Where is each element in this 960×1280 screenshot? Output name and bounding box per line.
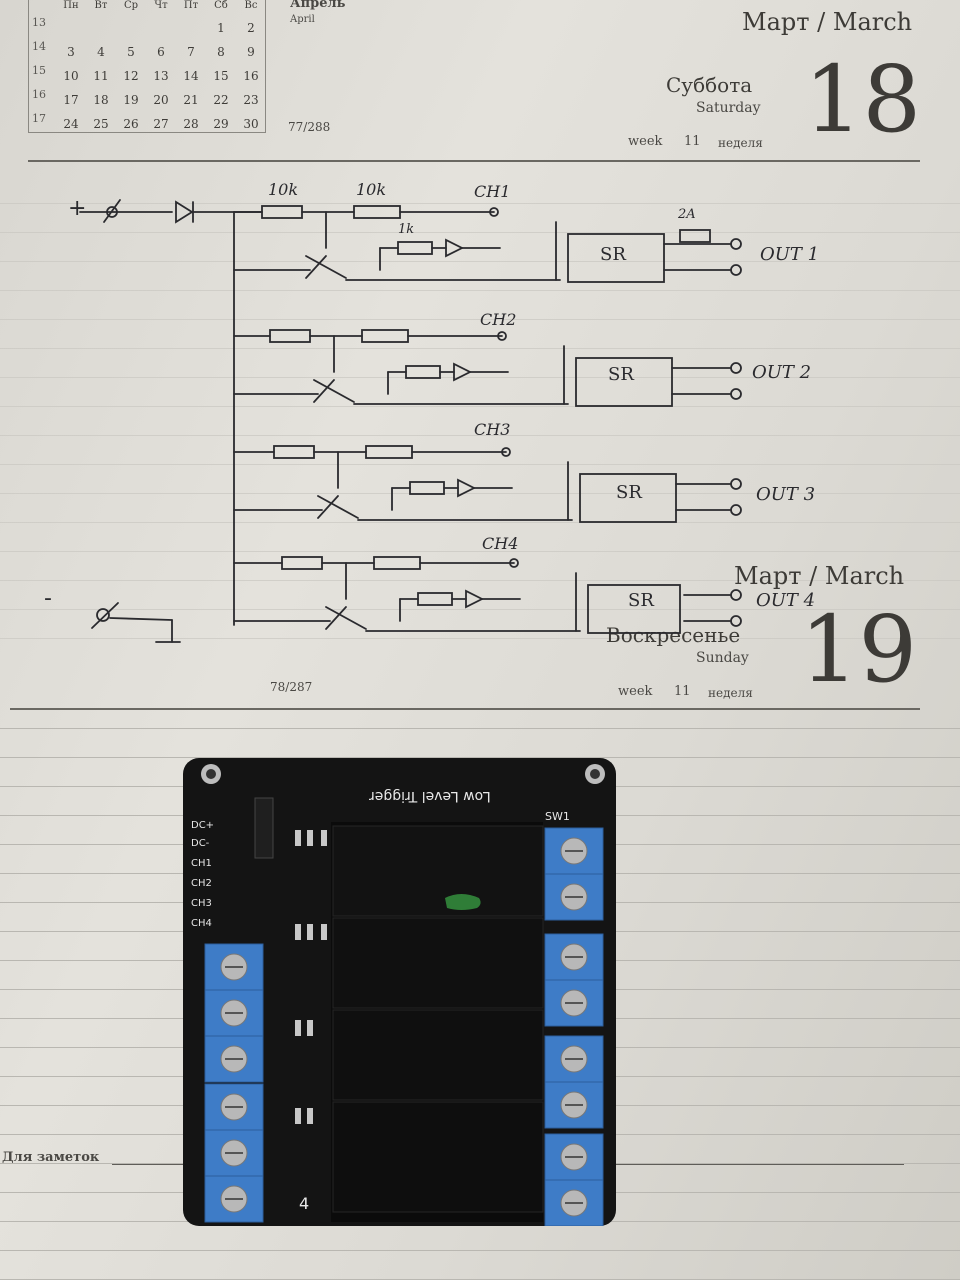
page-counter-1: 77/288 (288, 120, 331, 134)
channel-label-4: CH4 (482, 534, 519, 553)
header-pin-label: DC- (191, 838, 210, 849)
calendar-day: 20 (153, 93, 169, 107)
weekday-header: Вс (244, 0, 258, 11)
calendar-day: 10 (63, 69, 79, 83)
calendar-day: 15 (213, 69, 229, 83)
calendar-day: 23 (243, 93, 259, 107)
calendar-day: 6 (157, 45, 165, 59)
resistor-led-label: 1k (398, 222, 415, 237)
calendar-day: 12 (123, 69, 139, 83)
day1-week-en: week (628, 134, 663, 149)
header-pin-label: CH3 (191, 898, 212, 909)
calendar-day: 1 (217, 21, 225, 35)
ssr-label-2: SR (608, 364, 634, 385)
week-number: 16 (32, 88, 46, 101)
calendar-day: 8 (217, 45, 225, 59)
calendar-day: 3 (67, 45, 75, 59)
weekday-header: Пн (63, 0, 79, 11)
channel-count-label: 4 (299, 1194, 310, 1213)
calendar-day: 9 (247, 45, 255, 59)
day1-week-ru: неделя (718, 136, 763, 150)
day2-number: 19 (800, 596, 918, 703)
mini-calendar (28, 0, 266, 133)
channel-label-1: CH1 (474, 182, 511, 201)
weekday-header: Вт (94, 0, 108, 11)
calendar-day: 7 (187, 45, 195, 59)
header-pin-label: CH2 (191, 878, 212, 889)
calendar-day: 14 (183, 69, 199, 83)
day2-week-ru: неделя (708, 686, 753, 700)
day2-weekday-ru: Воскресенье (606, 623, 741, 647)
minus-terminal-label: - (44, 586, 52, 611)
board-title: Low Level Trigger (369, 788, 491, 804)
calendar-day: 29 (213, 117, 229, 131)
calendar-day: 24 (63, 117, 79, 131)
week-number: 15 (32, 64, 46, 77)
channel-label-2: CH2 (480, 310, 517, 329)
day-divider-1 (28, 160, 920, 162)
calendar-day: 27 (153, 117, 169, 131)
day2-weekday-en: Sunday (696, 650, 749, 666)
calendar-day: 25 (93, 117, 109, 131)
output-label-2: OUT 2 (752, 362, 812, 383)
page-counter-2: 78/287 (270, 680, 313, 694)
calendar-day: 19 (123, 93, 139, 107)
week-number: 14 (32, 40, 46, 53)
header-pin-label: CH4 (191, 918, 212, 929)
ssr-label-4: SR (628, 590, 654, 611)
calendar-weekday-headers: Пн Вт Ср Чт Пт Сб Вс (56, 0, 266, 18)
weekday-header: Сб (214, 0, 228, 11)
calendar-day: 22 (213, 93, 229, 107)
calendar-day: 28 (183, 117, 199, 131)
relay-board-drawing (183, 758, 616, 1226)
calendar-day: 21 (183, 93, 199, 107)
calendar-day: 26 (123, 117, 139, 131)
output-label-3: OUT 3 (756, 484, 816, 505)
weekday-header: Ср (123, 0, 139, 11)
plus-terminal-label: + (68, 196, 87, 221)
day1-month: Март / March (742, 8, 913, 36)
calendar-day: 2 (247, 21, 255, 35)
ssr-label-3: SR (616, 482, 642, 503)
calendar-month-ru: Апрель (290, 0, 346, 11)
day1-weekday-ru: Суббота (666, 73, 753, 97)
calendar-day: 30 (243, 117, 259, 131)
day1-weekday-en: Saturday (696, 100, 761, 116)
day2-week-number: 11 (674, 684, 691, 699)
ssr-relay-board: Low Level Trigger SW1 4 DC+ DC- CH1 CH2 … (183, 758, 616, 1226)
calendar-day: 18 (93, 93, 109, 107)
resistor-2-label: 10k (356, 180, 387, 199)
calendar-day: 17 (63, 93, 79, 107)
calendar-day: 13 (153, 69, 169, 83)
switch-label: SW1 (545, 810, 570, 823)
ssr-label-1: SR (600, 244, 626, 265)
day2-week-en: week (618, 684, 653, 699)
day1-number: 18 (804, 46, 922, 153)
calendar-day: 11 (93, 69, 109, 83)
calendar-week-numbers: 13 14 15 16 17 (32, 16, 46, 136)
fuse-label: 2A (678, 207, 696, 222)
channel-label-3: CH3 (474, 420, 511, 439)
calendar-day: 4 (97, 45, 105, 59)
header-pin-label: DC+ (191, 820, 215, 831)
output-label-1: OUT 1 (760, 244, 820, 265)
weekday-header: Пт (183, 0, 199, 11)
weekday-header: Чт (154, 0, 168, 11)
calendar-month-en: April (290, 14, 315, 25)
ruled-lines-upper (0, 175, 960, 645)
output-label-4: OUT 4 (756, 590, 816, 611)
notes-label: Для заметок (2, 1150, 100, 1165)
calendar-day: 5 (127, 45, 135, 59)
calendar-day: 16 (243, 69, 259, 83)
header-pin-label: CH1 (191, 858, 212, 869)
week-number: 13 (32, 16, 46, 29)
day1-week-number: 11 (684, 134, 701, 149)
resistor-1-label: 10k (268, 180, 299, 199)
week-number: 17 (32, 112, 46, 125)
day2-month: Март / March (734, 562, 905, 590)
day-divider-2 (10, 708, 920, 710)
